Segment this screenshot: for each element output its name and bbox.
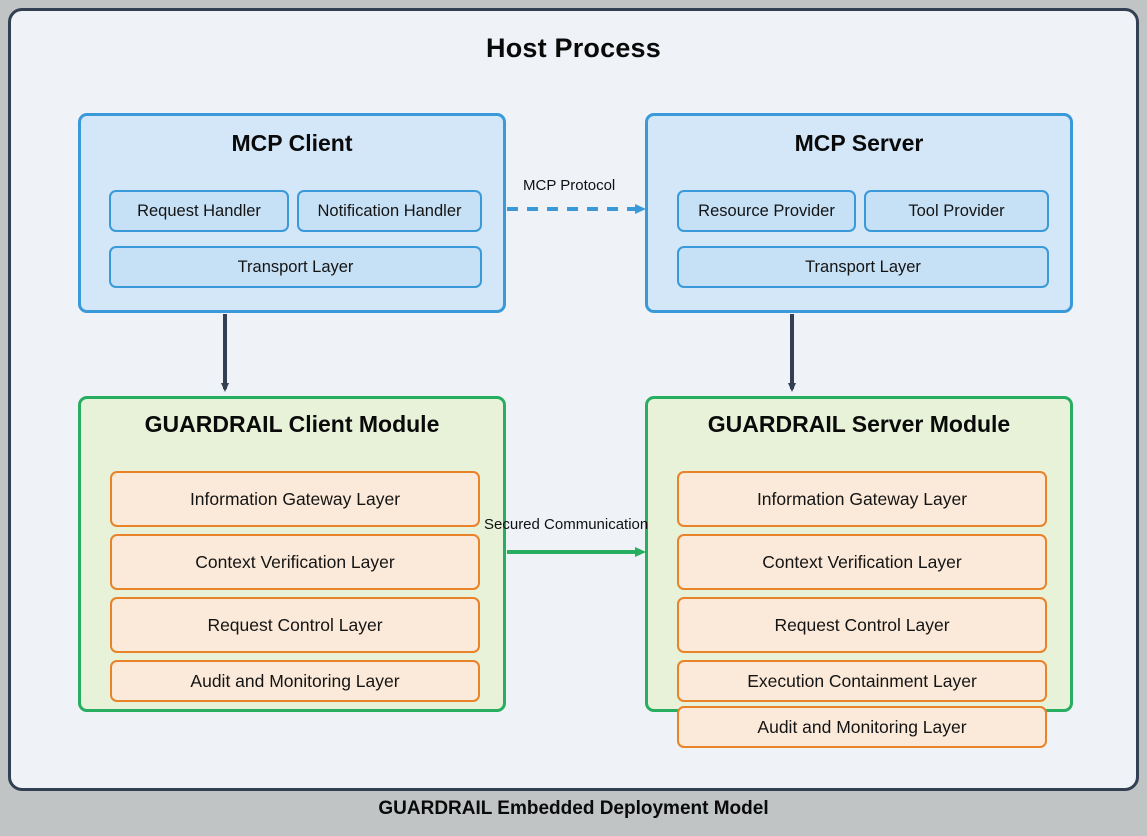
guardrail-client-context-verification-layer[interactable]: Context Verification Layer [110,534,480,590]
guardrail-server-information-gateway-layer[interactable]: Information Gateway Layer [677,471,1047,527]
diagram-caption: GUARDRAIL Embedded Deployment Model [378,798,769,819]
mcp-server-tool-provider[interactable]: Tool Provider [864,190,1049,232]
guardrail-server-context-verification-layer[interactable]: Context Verification Layer [677,534,1047,590]
guardrail-server-module-box[interactable]: GUARDRAIL Server Module Information Gate… [645,396,1073,748]
mcp-protocol-label: MCP Protocol [523,177,616,194]
mcp-server-transport-layer[interactable]: Transport Layer [677,246,1049,288]
guardrail-client-information-gateway-layer[interactable]: Information Gateway Layer [110,471,480,527]
guardrail-server-execution-containment-layer[interactable]: Execution Containment Layer [677,660,1047,702]
guardrail-client-module-box[interactable]: GUARDRAIL Client Module Information Gate… [78,396,506,712]
mcp-client-request-handler[interactable]: Request Handler [109,190,289,232]
guardrail-server-audit-and-monitoring-layer[interactable]: Audit and Monitoring Layer [677,706,1047,748]
secured-communication-label: Secured Communication [484,516,649,533]
guardrail-client-audit-and-monitoring-layer[interactable]: Audit and Monitoring Layer [110,660,480,702]
guardrail-client-module-title: GUARDRAIL Client Module [144,411,440,437]
guardrail-client-request-control-layer[interactable]: Request Control Layer [110,597,480,653]
mcp-client-notification-handler[interactable]: Notification Handler [297,190,482,232]
mcp-client-title: MCP Client [231,130,353,156]
mcp-client-box[interactable]: MCP Client Request Handler Notification … [78,113,506,313]
guardrail-server-request-control-layer[interactable]: Request Control Layer [677,597,1047,653]
host-process-title: Host Process [486,33,661,63]
mcp-client-transport-layer[interactable]: Transport Layer [109,246,482,288]
mcp-server-resource-provider[interactable]: Resource Provider [677,190,856,232]
mcp-server-title: MCP Server [794,130,924,156]
host-process-panel: Host Process MCP Client Request Handler … [8,8,1139,791]
mcp-server-box[interactable]: MCP Server Resource Provider Tool Provid… [645,113,1073,313]
guardrail-server-module-title: GUARDRAIL Server Module [707,411,1011,437]
